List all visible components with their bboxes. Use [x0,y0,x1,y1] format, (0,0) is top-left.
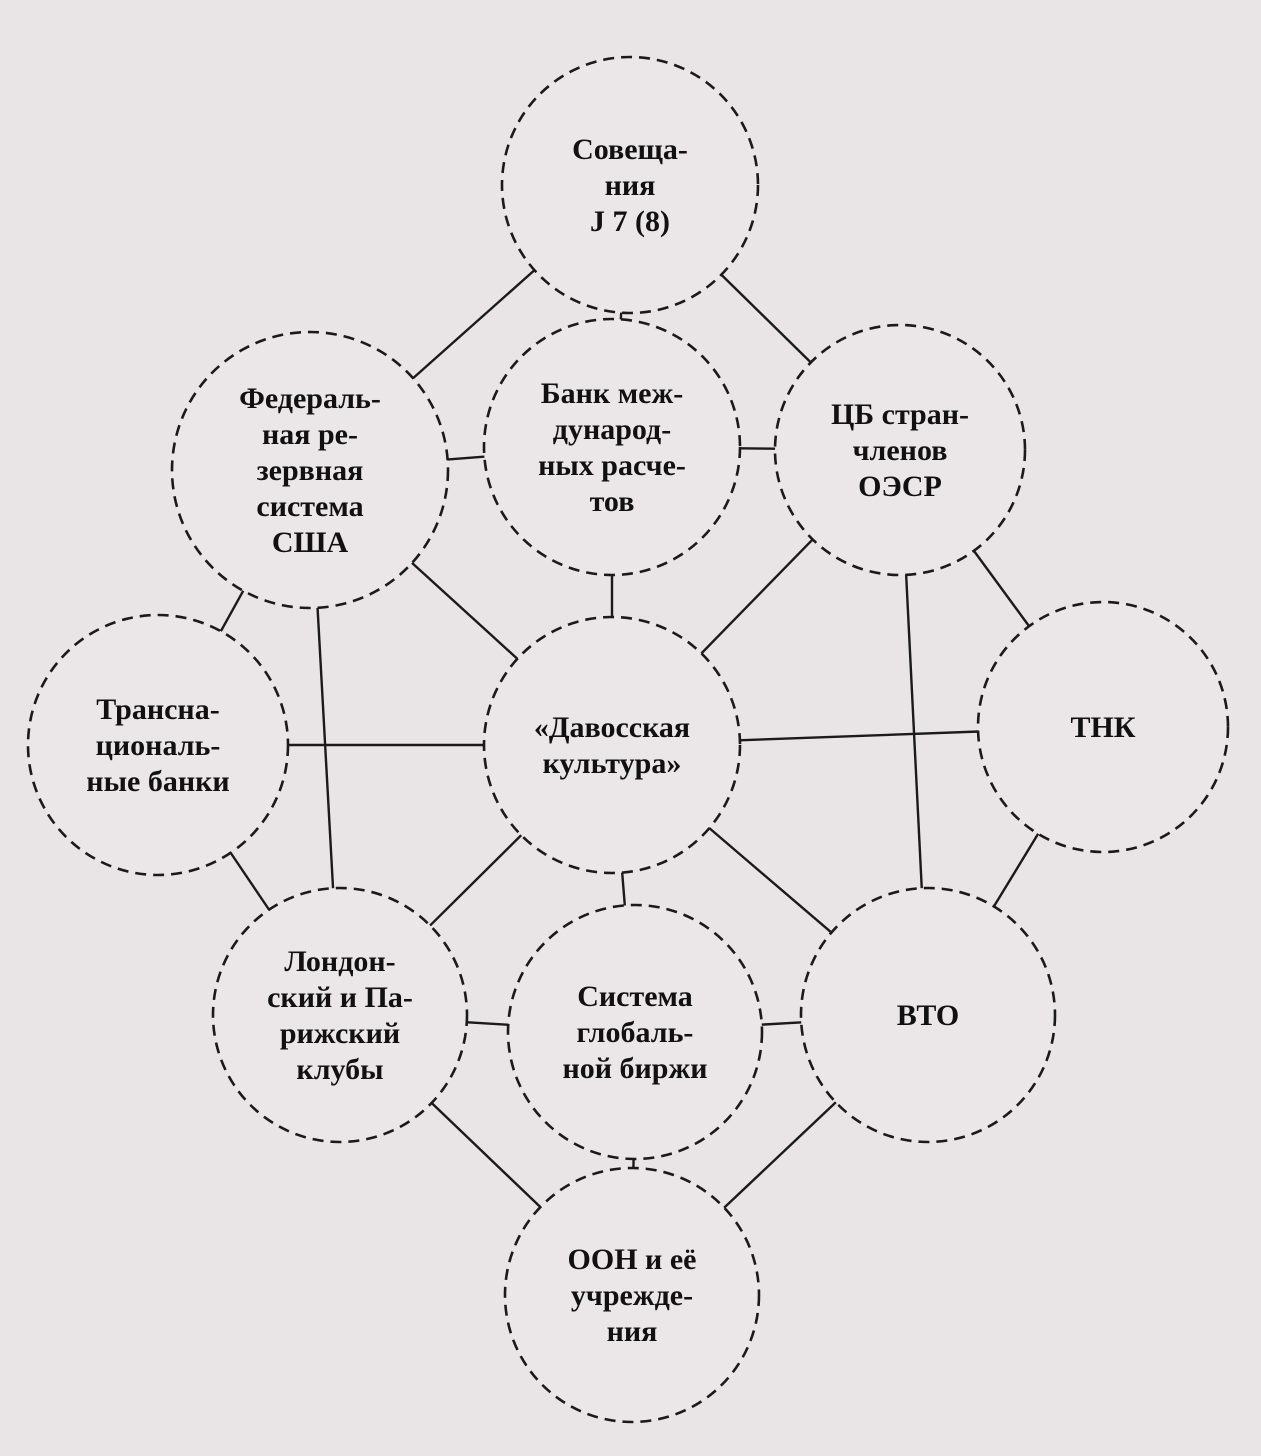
node-circle-tnk [976,600,1230,854]
edge-davos-tnk [738,730,980,742]
node-label-line: ния [605,169,656,202]
node-wto: ВТО [799,886,1057,1144]
node-label-line: учрежде- [571,1279,693,1312]
node-label-line: Система [577,980,693,1013]
node-label-line: ВТО [897,999,960,1032]
node-circle-un [503,1166,761,1424]
node-label-line: ский и Па- [267,981,413,1014]
node-label-line: дународ- [553,413,671,446]
node-tnb: Трансна-циональ-ные банки [26,613,290,877]
node-circle-davos [482,615,742,875]
node-label-line: США [272,526,349,559]
node-label-line: Федераль- [239,382,381,415]
node-label-line: «Давосская [534,711,690,744]
edge-g7-bis [619,311,623,321]
node-label-line: ТНК [1070,711,1135,744]
node-label-line: Совеща- [572,133,688,166]
node-label-line: циональ- [96,729,221,762]
node-label-line: ОЭСР [858,470,942,503]
node-label-line: ной биржи [562,1052,707,1085]
edge-davos-exchange [620,871,627,907]
edge-clubs-exchange [465,1021,510,1026]
node-label-line: ных расче- [538,449,686,482]
node-bis: Банк меж-дународ-ных расче-тов [482,317,742,577]
node-tnk: ТНК [976,600,1230,854]
edge-fed-clubs [316,606,335,890]
node-label-line: ная ре- [262,418,358,451]
node-label-line: культура» [543,747,682,780]
edge-tnb-clubs [229,851,271,912]
node-label-line: глобаль- [577,1016,694,1049]
node-label-line: J 7 (8) [590,205,670,238]
edge-oecd-tnk [972,549,1031,628]
node-circle-oecd [773,323,1027,577]
edge-oecd-wto [904,573,923,890]
edge-davos-wto [707,826,833,935]
edge-tnk-wto [992,832,1040,908]
edge-oecd-davos [699,537,815,655]
node-label-line: членов [853,434,948,467]
node-label-line: ния [607,1315,658,1348]
edge-fed-bis [446,455,486,461]
node-circle-exchange [506,903,764,1161]
node-label-line: система [256,490,363,523]
node-label-line: Трансна- [96,693,219,726]
node-label-line: ЦБ стран- [831,398,969,431]
node-circle-g7 [500,55,760,315]
edge-exchange-wto [760,1021,803,1026]
node-circle-fed [170,330,450,610]
node-label-line: тов [590,485,635,518]
node-label-line: рижский [280,1017,400,1050]
node-circle-tnb [26,613,290,877]
edge-clubs-un [430,1101,542,1209]
node-label-line: клубы [296,1053,383,1086]
edge-davos-clubs [428,833,523,928]
node-circle-wto [799,886,1057,1144]
node-label-line: зервная [257,454,364,487]
node-label-line: ные банки [86,765,229,798]
edge-wto-un [722,1100,838,1210]
edge-fed-tnb [219,589,245,633]
node-label-line: Банк меж- [541,377,683,410]
node-circle-bis [482,317,742,577]
edge-g7-fed [411,268,536,380]
node-label-line: ООН и её [568,1243,697,1276]
edge-g7-oecd [719,273,813,364]
node-circle-clubs [211,886,469,1144]
node-label-line: Лондон- [284,945,395,978]
edge-fed-davos [410,561,519,661]
